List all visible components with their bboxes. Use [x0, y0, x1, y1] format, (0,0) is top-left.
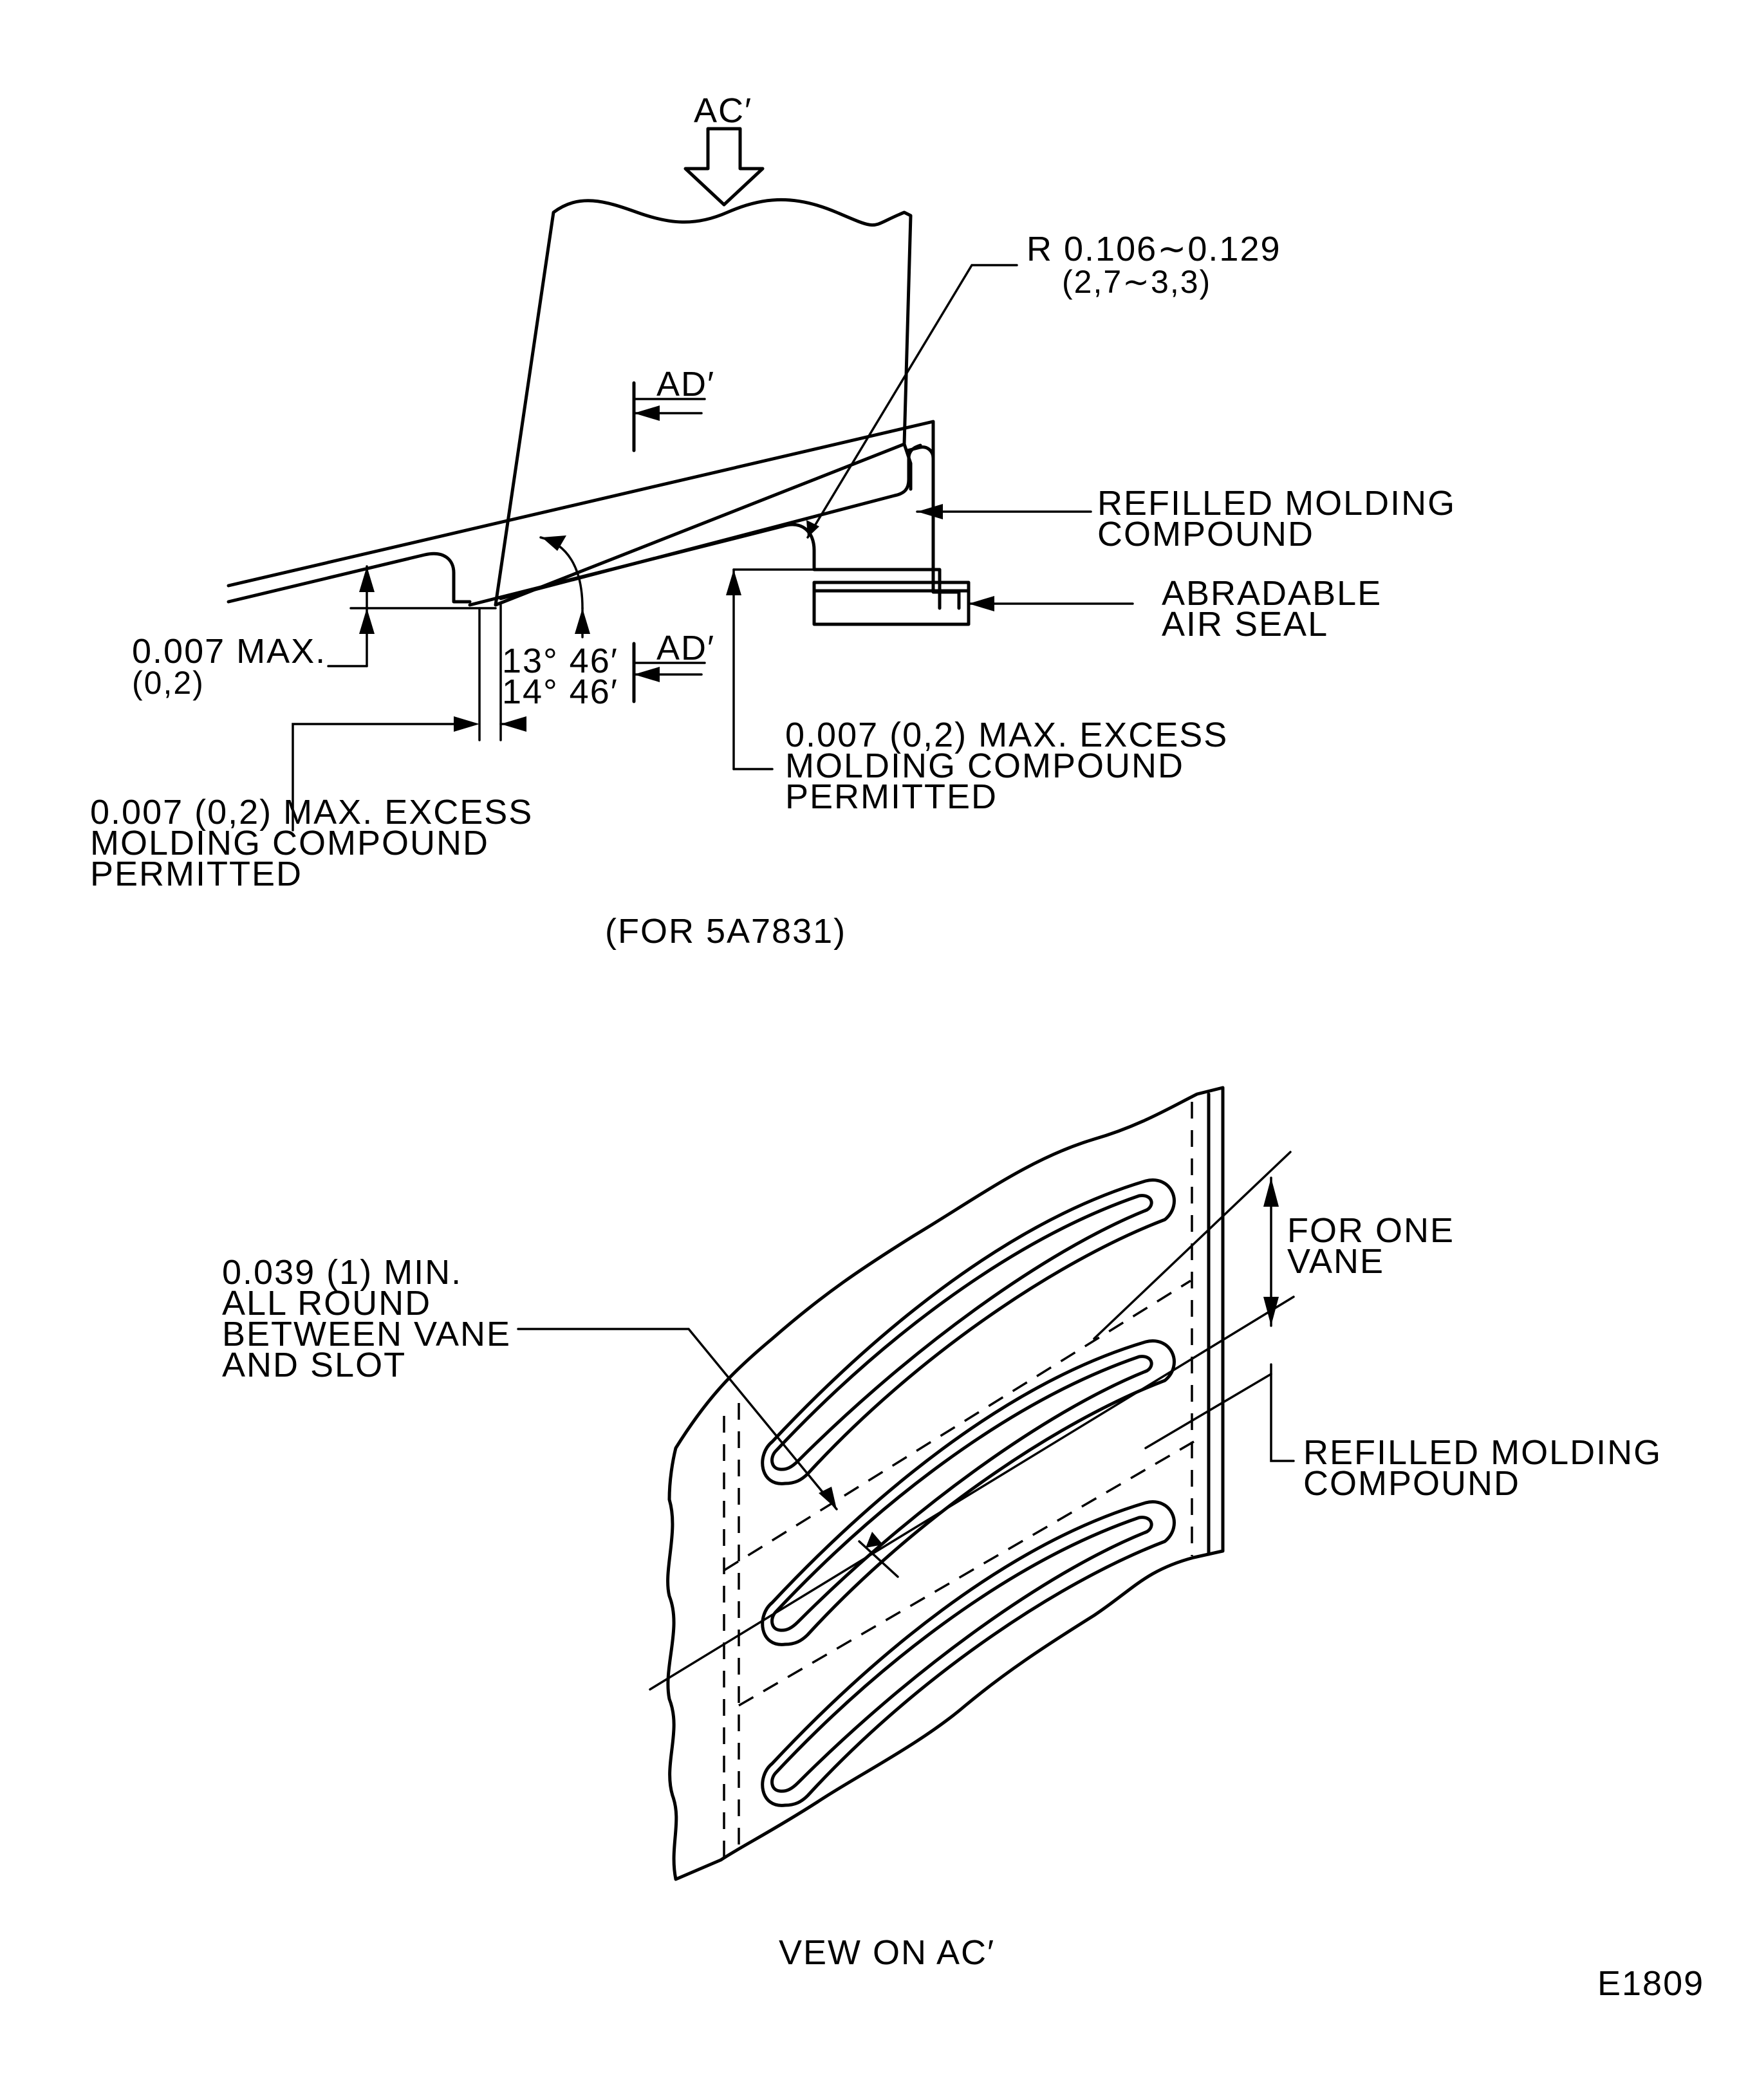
extension-line-1 — [1093, 1151, 1292, 1340]
shroud-outline — [666, 1086, 1225, 1881]
vane-pitch-dash-2 — [738, 1440, 1195, 1707]
vane-body — [494, 198, 913, 607]
one-vane-label-2: VANE — [1287, 1242, 1384, 1281]
caption-top: (FOR 5A7831) — [605, 912, 846, 951]
radius-label-1: R 0.106∼0.129 — [1027, 230, 1281, 268]
refilled-label-bottom-2: COMPOUND — [1303, 1464, 1520, 1503]
section-view-top: AC′ R 0.106∼0.129 (2,7∼3,3) AD′ AD′ — [90, 91, 1456, 951]
clearance-label-3: BETWEEN VANE — [222, 1315, 511, 1353]
extension-line-3 — [1144, 1373, 1272, 1449]
ad-label-bottom: AD′ — [656, 629, 715, 667]
excess-right-label-1: 0.007 (0,2) MAX. EXCESS — [785, 716, 1228, 754]
figure-id: E1809 — [1597, 1964, 1704, 2003]
vane-slot-1 — [761, 1178, 1176, 1485]
abradable-air-seal — [812, 581, 971, 626]
clearance-leader — [517, 1328, 838, 1510]
ac-view-arrow — [683, 127, 765, 207]
shroud-outer-plate — [227, 420, 961, 610]
excess-left-label-2: MOLDING COMPOUND — [90, 824, 489, 862]
angle-label-2: 14° 46′ — [502, 673, 618, 711]
radius-leader — [806, 264, 1018, 539]
refilled-label-bottom-1: REFILLED MOLDING — [1303, 1433, 1662, 1472]
refilled-label-top-1: REFILLED MOLDING — [1097, 484, 1456, 523]
vane-pitch-dash-1 — [723, 1279, 1191, 1572]
refilled-leader-bottom — [1270, 1363, 1295, 1462]
excess-left-label-3: PERMITTED — [90, 855, 302, 893]
ad-label-top: AD′ — [656, 365, 715, 404]
one-vane-label-1: FOR ONE — [1287, 1211, 1455, 1250]
extension-line-2 — [649, 1296, 1295, 1691]
ac-label: AC′ — [694, 91, 752, 130]
abradable-label-2: AIR SEAL — [1162, 605, 1328, 644]
excess-left-label-1: 0.007 (0,2) MAX. EXCESS — [90, 793, 533, 832]
vane-slot-2 — [761, 1339, 1176, 1646]
clearance-label-2: ALL ROUND — [222, 1284, 431, 1323]
excess-right-label-2: MOLDING COMPOUND — [785, 747, 1184, 785]
radius-label-2: (2,7∼3,3) — [1062, 264, 1211, 300]
abradable-label-1: ABRADABLE — [1162, 574, 1382, 613]
clearance-label-4: AND SLOT — [222, 1346, 406, 1384]
excess-left-leader — [292, 723, 455, 832]
max-label-2: (0,2) — [132, 665, 205, 701]
refilled-label-top-2: COMPOUND — [1097, 515, 1314, 553]
max-label-1: 0.007 MAX. — [132, 632, 326, 671]
caption-bottom: VEW ON AC′ — [779, 1933, 995, 1972]
shroud-upturn — [906, 445, 935, 517]
angle-label-1: 13° 46′ — [502, 642, 618, 680]
view-on-ac: FOR ONE VANE REFILLED MOLDING COMPOUND 0… — [222, 1086, 1662, 1972]
vane-slot-3 — [761, 1500, 1176, 1807]
clearance-label-1: 0.039 (1) MIN. — [222, 1253, 462, 1292]
excess-right-label-3: PERMITTED — [785, 777, 998, 816]
shroud-inner-plate — [227, 552, 472, 604]
